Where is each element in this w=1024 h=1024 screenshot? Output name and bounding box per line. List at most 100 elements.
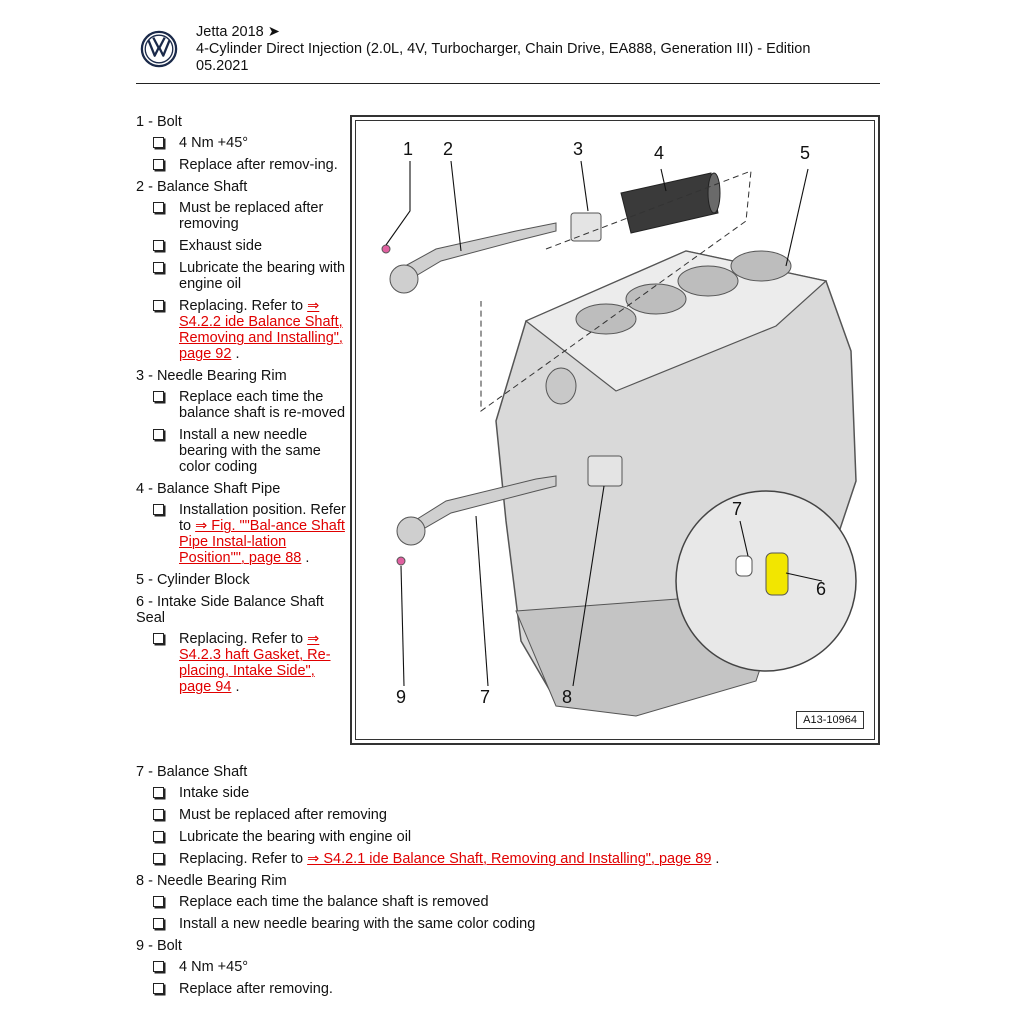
leader-line bbox=[475, 515, 489, 687]
item-title: 3 - Needle Bearing Rim bbox=[136, 368, 287, 384]
checkbox-bullet-icon bbox=[153, 429, 164, 440]
item-title: 2 - Balance Shaft bbox=[136, 179, 248, 195]
leader-line bbox=[385, 161, 411, 246]
bore-opening bbox=[545, 367, 577, 405]
bullet-text: Lubricate the bearing with engine oil bbox=[179, 260, 346, 292]
figure-frame: 1 2 3 4 5 6 7 8 9 7 A13-10964 bbox=[355, 120, 875, 740]
leader-line bbox=[785, 168, 809, 267]
bullet-text: Install a new needle bearing with the sa… bbox=[179, 916, 536, 932]
checkbox-bullet-icon bbox=[153, 300, 164, 311]
checkbox-bullet-icon bbox=[153, 240, 164, 251]
cylinder-bore bbox=[730, 250, 792, 282]
item-title: 4 - Balance Shaft Pipe bbox=[136, 481, 281, 497]
reference-link[interactable]: ⇒ S4.2.1 ide Balance Shaft, Removing and… bbox=[307, 851, 712, 867]
bullet-text: Replacing. Refer to bbox=[179, 631, 308, 647]
bullet-text: Exhaust side bbox=[179, 238, 263, 254]
leader-line bbox=[580, 160, 589, 212]
leader-line bbox=[400, 565, 405, 687]
bullet-text: Lubricate the bearing with engine oil bbox=[179, 829, 412, 845]
title-edition: 05.2021 bbox=[196, 58, 249, 74]
callout-7-detail: 7 bbox=[732, 499, 743, 519]
item-bullet: 4 Nm +45° bbox=[136, 959, 836, 975]
leader-line bbox=[785, 572, 823, 582]
shaft-gear bbox=[396, 516, 426, 546]
bullet-text: Must be replaced after removing bbox=[179, 807, 387, 823]
callout-8: 8 bbox=[562, 687, 573, 707]
checkbox-bullet-icon bbox=[153, 262, 164, 273]
checkbox-bullet-icon bbox=[153, 787, 164, 798]
item-bullet: Replacing. Refer to ⇒ S4.2.2 ide Balance… bbox=[136, 298, 348, 362]
item-bullet: Exhaust side bbox=[136, 238, 348, 254]
bullet-text: Intake side bbox=[179, 785, 250, 801]
bullet-text: Replace after remov-ing. bbox=[179, 157, 338, 173]
checkbox-bullet-icon bbox=[153, 896, 164, 907]
engine-diagram bbox=[381, 160, 857, 717]
item-title: 5 - Cylinder Block bbox=[136, 572, 250, 588]
item-bullet: Replace each time the balance shaft is r… bbox=[136, 389, 348, 421]
title-model[interactable]: Jetta 2018 ➤ bbox=[196, 24, 280, 40]
needle-bearing-rim bbox=[570, 212, 602, 242]
balance-shaft-exhaust bbox=[395, 222, 557, 284]
checkbox-bullet-icon bbox=[153, 159, 164, 170]
item-bullet: Must be replaced after removing bbox=[136, 807, 836, 823]
reference-link[interactable]: ⇒ S4.2.2 ide Balance Shaft, Removing and… bbox=[179, 298, 343, 362]
checkbox-bullet-icon bbox=[153, 137, 164, 148]
item-bullet: Install a new needle bearing with the sa… bbox=[136, 916, 836, 932]
cylinder-bore bbox=[677, 265, 739, 297]
callout-3: 3 bbox=[573, 139, 584, 159]
bolt bbox=[381, 244, 391, 254]
bullet-text: Replace each time the balance shaft is r… bbox=[179, 894, 489, 910]
bullet-text-suffix: . bbox=[301, 550, 310, 566]
parts-list-item: 1 - Bolt 4 Nm +45° Replace after remov-ing… bbox=[136, 114, 348, 173]
bullet-text-suffix: . bbox=[231, 346, 240, 362]
leader-line bbox=[660, 168, 667, 192]
checkbox-bullet-icon bbox=[153, 961, 164, 972]
engine-figure: 1 2 3 4 5 6 7 8 9 7 A13-10964 bbox=[350, 115, 880, 745]
reference-link[interactable]: ⇒ S4.2.3 haft Gasket, Re-placing, Intake… bbox=[179, 631, 331, 695]
detail-bore bbox=[735, 555, 753, 577]
callout-7: 7 bbox=[480, 687, 491, 707]
item-bullet: Replacing. Refer to ⇒ S4.2.1 ide Balance… bbox=[136, 851, 836, 867]
checkbox-bullet-icon bbox=[153, 831, 164, 842]
item-title: 8 - Needle Bearing Rim bbox=[136, 873, 287, 889]
bullet-text: Replacing. Refer to bbox=[179, 298, 308, 314]
bullet-text: Replace after removing. bbox=[179, 981, 333, 997]
item-bullet: 4 Nm +45° bbox=[136, 135, 348, 151]
leader-line bbox=[572, 485, 605, 687]
reference-link[interactable]: ⇒ Fig. ""Bal-ance Shaft Pipe Instal-lati… bbox=[179, 518, 345, 566]
checkbox-bullet-icon bbox=[153, 809, 164, 820]
figure-id: A13-10964 bbox=[796, 711, 864, 729]
cylinder-bore bbox=[575, 303, 637, 335]
leader-line bbox=[739, 520, 749, 557]
cylinder-bore bbox=[625, 283, 687, 315]
checkbox-bullet-icon bbox=[153, 391, 164, 402]
callout-5: 5 bbox=[800, 143, 811, 163]
bullet-text: Replace each time the balance shaft is r… bbox=[179, 389, 346, 421]
item-bullet: Replace each time the balance shaft is r… bbox=[136, 894, 836, 910]
needle-bearing-rim bbox=[587, 455, 623, 487]
item-bullet: Lubricate the bearing with engine oil bbox=[136, 260, 348, 292]
bullet-text: 4 Nm +45° bbox=[179, 959, 249, 975]
item-bullet: Replacing. Refer to ⇒ S4.2.3 haft Gasket… bbox=[136, 631, 348, 695]
document-title: Jetta 2018 ➤ 4-Cylinder Direct Injection… bbox=[196, 24, 810, 75]
callout-4: 4 bbox=[654, 143, 665, 163]
bullet-text: 4 Nm +45° bbox=[179, 135, 249, 151]
bullet-text: Must be replaced after removing bbox=[179, 200, 324, 232]
item-bullet: Installation position. Refer to ⇒ Fig. "… bbox=[136, 502, 348, 566]
item-bullet: Intake side bbox=[136, 785, 836, 801]
item-title: 7 - Balance Shaft bbox=[136, 764, 248, 780]
bolt bbox=[396, 556, 406, 566]
checkbox-bullet-icon bbox=[153, 918, 164, 929]
item-title: 1 - Bolt bbox=[136, 114, 182, 130]
parts-list-item: 5 - Cylinder Block bbox=[136, 572, 348, 588]
vw-logo-icon bbox=[140, 30, 178, 68]
assembly-guide-line bbox=[480, 170, 752, 412]
bullet-text: Install a new needle bearing with the sa… bbox=[179, 427, 321, 475]
item-bullet: Must be replaced after removing bbox=[136, 200, 348, 232]
checkbox-bullet-icon bbox=[153, 983, 164, 994]
